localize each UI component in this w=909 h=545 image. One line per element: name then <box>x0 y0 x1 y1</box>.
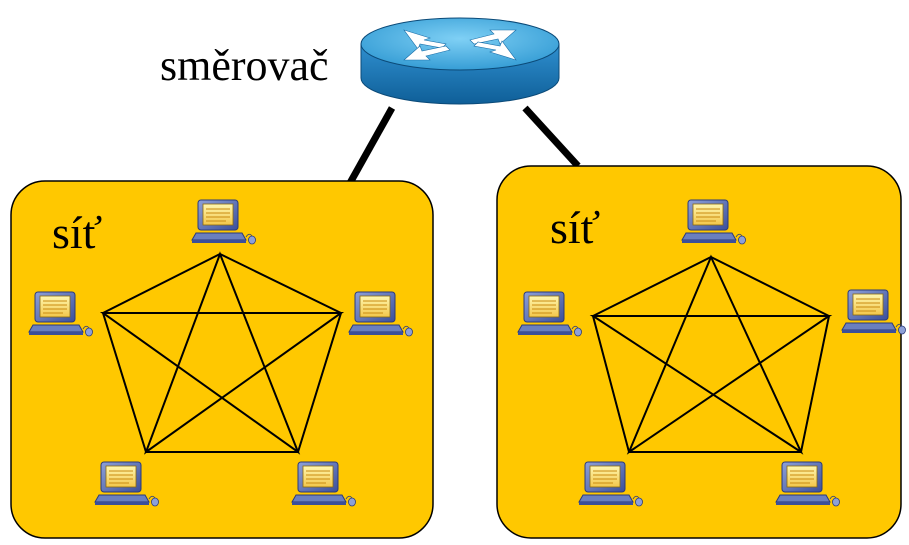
network-right <box>496 165 906 539</box>
network-right-area <box>496 165 902 539</box>
router-icon <box>360 17 560 105</box>
network-left-area <box>10 180 434 539</box>
network-left <box>10 180 434 539</box>
cable-right <box>522 105 581 169</box>
router-label: směrovač <box>160 41 329 90</box>
mesh-right <box>589 254 833 455</box>
mesh-left <box>99 251 345 455</box>
cable-left <box>346 106 396 185</box>
network-label-left: síť <box>52 207 103 258</box>
network-label-right: síť <box>550 202 601 253</box>
